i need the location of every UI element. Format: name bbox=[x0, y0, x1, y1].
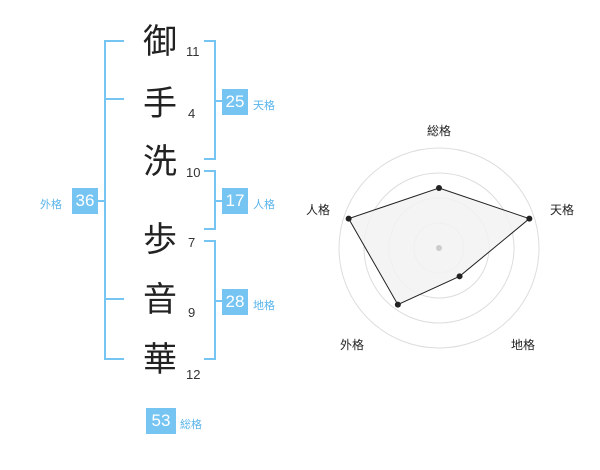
gaikaku-label: 外格 bbox=[40, 198, 62, 211]
radar-point-5 bbox=[345, 215, 352, 222]
radar-point-1 bbox=[436, 185, 442, 191]
radar-center bbox=[436, 245, 442, 251]
name-char-6: 華 bbox=[143, 340, 177, 380]
gaikaku-bracket-tick bbox=[104, 98, 124, 100]
radar-axis-label-chikaku: 地格 bbox=[511, 338, 536, 352]
soukaku-value: 53 bbox=[146, 408, 176, 434]
tenkaku-value: 25 bbox=[222, 89, 248, 115]
stroke-count-5: 9 bbox=[188, 305, 196, 320]
radar-axis-label-soukaku: 総格 bbox=[427, 124, 452, 138]
stroke-count-2: 4 bbox=[188, 106, 196, 121]
jinkaku-value: 17 bbox=[222, 188, 248, 214]
stroke-count-4: 7 bbox=[188, 235, 196, 250]
tenkaku-bracket-stem bbox=[214, 100, 222, 102]
radar-axis-label-tenkaku: 天格 bbox=[550, 203, 575, 217]
radar-axis-label-gaikaku: 外格 bbox=[340, 338, 365, 352]
radar-ring bbox=[338, 147, 540, 349]
stroke-count-1: 11 bbox=[186, 44, 200, 59]
chikaku-bracket-stem bbox=[214, 300, 222, 302]
name-char-2: 手 bbox=[143, 84, 177, 124]
jinkaku-bracket-stem bbox=[214, 200, 222, 202]
name-char-4: 歩 bbox=[143, 220, 177, 260]
tenkaku-label: 天格 bbox=[253, 99, 275, 112]
chikaku-label: 地格 bbox=[253, 299, 275, 312]
name-char-5: 音 bbox=[143, 280, 177, 320]
chikaku-value: 28 bbox=[222, 289, 248, 315]
gaikaku-bracket-tick bbox=[104, 298, 124, 300]
radar-ring bbox=[363, 172, 515, 324]
jinkaku-label: 人格 bbox=[253, 198, 275, 211]
name-char-1: 御 bbox=[143, 22, 177, 62]
gaikaku-value: 36 bbox=[72, 188, 98, 214]
stroke-count-6: 12 bbox=[186, 367, 201, 382]
radar-point-4 bbox=[394, 301, 401, 308]
name-char-3: 洗 bbox=[143, 142, 177, 182]
stroke-count-3: 10 bbox=[186, 165, 201, 180]
radar-point-3 bbox=[456, 273, 463, 280]
radar-point-2 bbox=[526, 215, 533, 222]
radar-axis-label-jinkaku: 人格 bbox=[306, 203, 331, 217]
soukaku-label: 総格 bbox=[180, 418, 202, 431]
gaikaku-bracket-stem bbox=[98, 200, 106, 202]
